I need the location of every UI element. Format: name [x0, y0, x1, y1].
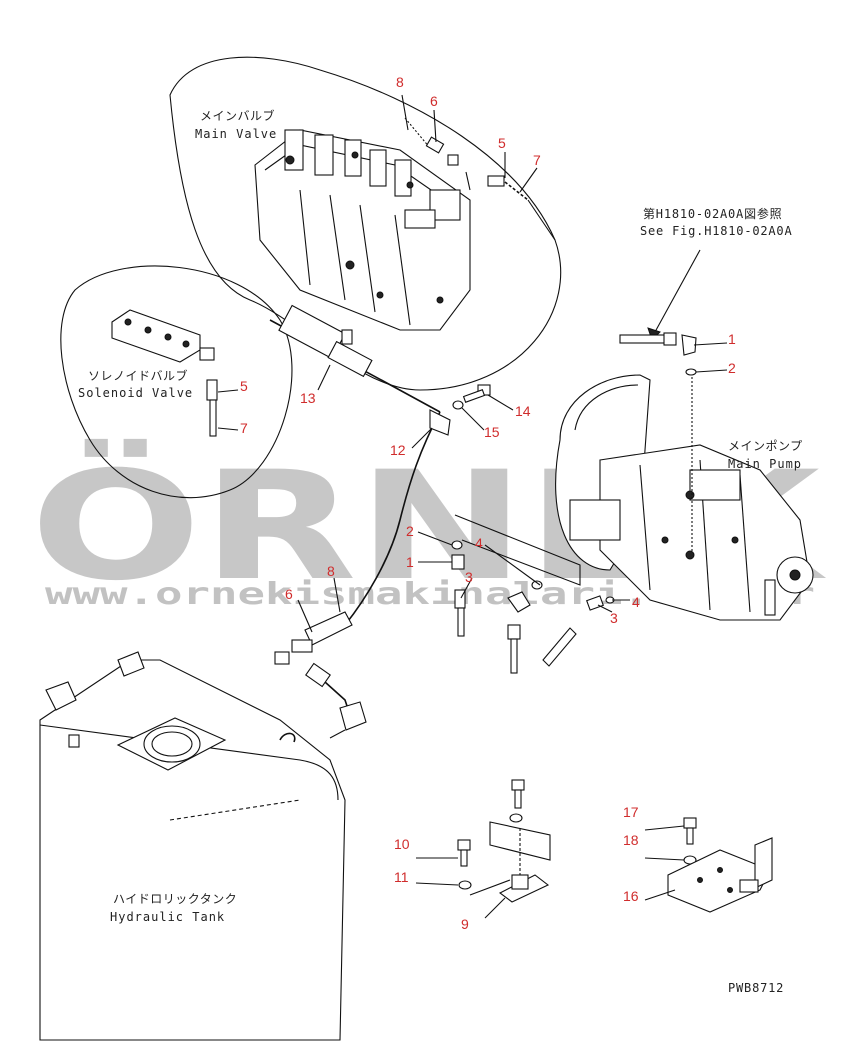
main-valve: [254, 129, 471, 331]
callout-13: 13: [300, 390, 316, 406]
component-labels: メインバルブ Main Valve ソレノイドバルブ Solenoid Valv…: [78, 108, 803, 995]
clamp-9-assembly: [457, 779, 551, 903]
middle-fittings: [451, 514, 615, 674]
callout-3-mid: 3: [465, 569, 473, 585]
callout-5-solenoid: 5: [240, 378, 248, 394]
main-pump: [555, 373, 814, 621]
callout-18: 18: [623, 832, 639, 848]
callout-9: 9: [461, 916, 469, 932]
callout-6-mid: 6: [285, 586, 293, 602]
top-hose-fittings: [404, 117, 556, 241]
solenoid-valve-label-en: Solenoid Valve: [78, 386, 193, 400]
callout-12: 12: [390, 442, 406, 458]
callout-2-mid: 2: [406, 523, 414, 539]
callout-1-mid: 1: [406, 554, 414, 570]
callout-11: 11: [394, 869, 409, 885]
bracket-16-assembly: [667, 817, 773, 913]
see-fig-label-jp: 第H1810-02A0A図参照: [643, 206, 782, 221]
solenoid-valve: [111, 309, 218, 437]
hydraulic-tank: [39, 651, 346, 1041]
hydraulic-tank-label-en: Hydraulic Tank: [110, 910, 225, 924]
callout-7-top: 7: [533, 152, 541, 168]
callout-4-mid: 4: [475, 535, 483, 551]
main-valve-label-en: Main Valve: [195, 127, 277, 141]
main-pump-label-en: Main Pump: [728, 457, 802, 471]
callout-8-mid: 8: [327, 563, 335, 579]
callout-6-top: 6: [430, 93, 438, 109]
callout-16: 16: [623, 888, 639, 904]
callout-4-right: 4: [632, 594, 640, 610]
callout-3-right: 3: [610, 610, 618, 626]
callout-10: 10: [394, 836, 410, 852]
drawing-code: PWB8712: [728, 981, 784, 995]
callout-17: 17: [623, 804, 639, 820]
callout-5-top: 5: [498, 135, 506, 151]
main-valve-label-jp: メインバルブ: [200, 108, 275, 123]
lower-hose: [274, 611, 367, 739]
main-pump-label-jp: メインポンプ: [728, 439, 803, 453]
callout-1-pump: 1: [728, 331, 736, 347]
main-valve-group-outline: [169, 56, 562, 391]
hydraulic-tank-label-jp: ハイドロリックタンク: [113, 892, 237, 906]
callout-2-pump: 2: [728, 360, 736, 376]
callout-7-solenoid: 7: [240, 420, 248, 436]
callout-14: 14: [515, 403, 531, 419]
callout-15: 15: [484, 424, 500, 440]
leader-lines: [217, 94, 728, 919]
callout-8-top: 8: [396, 74, 404, 90]
bolt-14-washer-15: [452, 384, 491, 410]
solenoid-group-outline: [60, 265, 293, 499]
callout-numbers: 8 6 5 7 1 2 5 7 13 14 15 12 2 4 1 3 8 6 …: [240, 74, 736, 932]
see-fig-label-en: See Fig.H1810-02A0A: [640, 224, 792, 238]
hose-13: [269, 304, 451, 626]
solenoid-valve-label-jp: ソレノイドバルブ: [88, 368, 188, 383]
see-fig-reference: [619, 249, 701, 376]
